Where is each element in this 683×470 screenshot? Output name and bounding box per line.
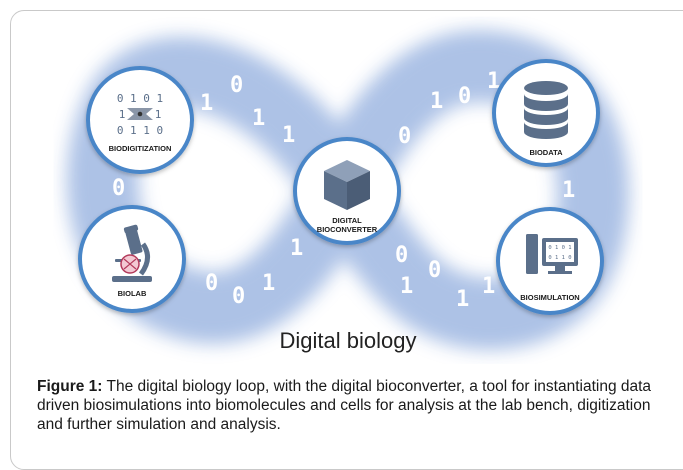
binary-row: 0 1 0 1	[117, 92, 163, 105]
caption-label: Figure 1:	[37, 378, 103, 395]
screen-row: 0 1 1 0	[548, 255, 571, 261]
digital-biology-diagram: 1 0 1 1 1 0 1 0 1 0 0 0 1 1 0 1 0 1 1 0 …	[66, 30, 630, 353]
node-label: BIODIGITIZATION	[109, 144, 172, 153]
computer-icon: 0 1 0 1 0 1 1 0	[526, 234, 578, 274]
loop-digit: 1	[487, 69, 500, 94]
loop-digit: 1	[290, 236, 303, 261]
node-biosimulation: 0 1 0 1 0 1 1 0 BIOSIMULATION	[496, 207, 604, 315]
node-digital-bioconverter: DIGITAL BIOCONVERTER	[293, 137, 401, 245]
loop-digits: 1 0 1 1 1 0 1 0 1 0 0 0 1 1 0 1 0 1 1	[112, 69, 575, 312]
loop-digit: 0	[398, 124, 411, 149]
node-biolab: BIOLAB	[78, 205, 186, 313]
loop-digit: 1	[200, 91, 213, 116]
database-icon	[524, 81, 568, 139]
loop-digit: 1	[282, 123, 295, 148]
loop-digit: 1	[252, 106, 265, 131]
loop-digit: 0	[395, 243, 408, 268]
loop-digit: 0	[232, 284, 245, 309]
node-label-line2: BIOCONVERTER	[317, 225, 378, 234]
cube-icon	[324, 160, 370, 210]
loop-digit: 1	[400, 274, 413, 299]
loop-digit: 0	[428, 258, 441, 283]
node-label: BIODATA	[529, 148, 563, 157]
node-label: BIOSIMULATION	[520, 293, 579, 302]
loop-digit: 1	[430, 89, 443, 114]
loop-digit: 0	[230, 73, 243, 98]
loop-digit: 0	[112, 176, 125, 201]
node-label-line1: DIGITAL	[332, 216, 362, 225]
binary-row: 1	[119, 108, 126, 121]
loop-digit: 0	[205, 271, 218, 296]
node-biodigitization: 0 1 0 1 1 1 0 1 1 0 BIODIGITIZATION	[86, 66, 194, 174]
screen-row: 0 1 0 1	[548, 245, 571, 251]
loop-digit: 1	[562, 178, 575, 203]
loop-digit: 1	[456, 287, 469, 312]
binary-row: 0 1 1 0	[117, 124, 163, 137]
loop-digit: 0	[458, 84, 471, 109]
node-biodata: BIODATA	[492, 59, 600, 167]
node-label: BIOLAB	[118, 289, 147, 298]
caption-text: The digital biology loop, with the digit…	[37, 378, 652, 433]
binary-sequence-icon: 0 1 0 1 1 1 0 1 1 0	[117, 92, 163, 137]
figure-caption: Figure 1: The digital biology loop, with…	[37, 377, 662, 434]
loop-digit: 1	[262, 271, 275, 296]
binary-row: 1	[155, 108, 162, 121]
diagram-title: Digital biology	[280, 328, 417, 353]
loop-digit: 1	[482, 274, 495, 299]
